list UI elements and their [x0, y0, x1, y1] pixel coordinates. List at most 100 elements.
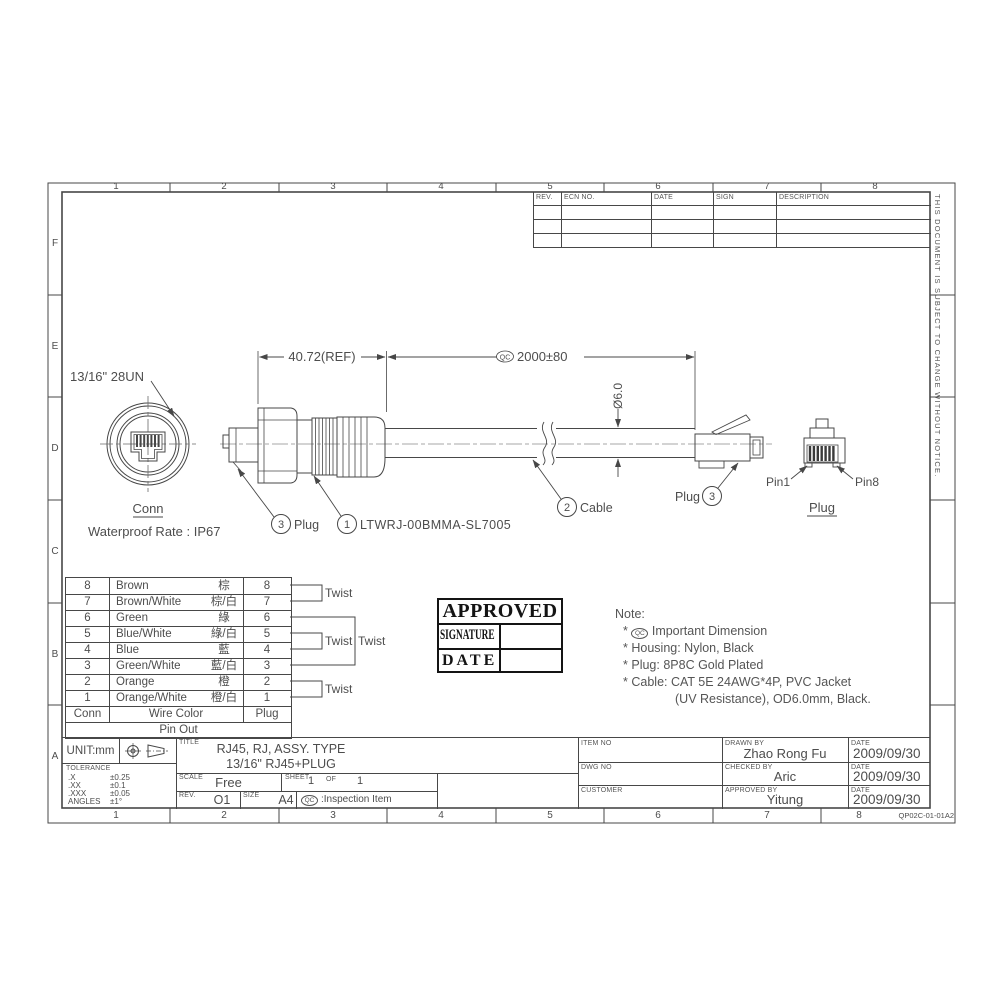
dim-cable-length-label: 2000±80 [517, 349, 568, 364]
pinout-conn-pin: 8 [84, 580, 91, 592]
title-label: TITLE [179, 739, 200, 746]
balloon-3b-label: Plug [675, 490, 700, 504]
date-label-2: DATE [851, 764, 870, 771]
title-block: UNIT:mm TOLERANCE .X ±0.25 .XX ±0.1 .XXX… [62, 737, 930, 809]
checked-by-value: Aric [773, 769, 797, 784]
pinout-plug-pin: 2 [263, 676, 271, 688]
pinout-conn-pin: 7 [84, 596, 91, 608]
drawing-title-line1: RJ45, RJ, ASSY. TYPE [216, 742, 346, 756]
note-item-important-dim: * QC Important Dimension [623, 624, 767, 639]
note-item-text: Plug: 8P8C Gold Plated [631, 658, 764, 672]
cable-dia-label: Ø6.0 [611, 383, 625, 409]
pinout-table: 8 Brown 棕 8 7 Brown/White 棕/白 7 6 Green … [65, 577, 292, 739]
grid-col-top: 7 [764, 181, 770, 192]
balloon-2-number: 2 [564, 502, 570, 514]
scale-label: SCALE [179, 774, 203, 781]
grid-col-top: 5 [547, 181, 553, 192]
pinout-conn-pin: 3 [84, 660, 91, 672]
balloon-1-label: LTWRJ-00BMMA-SL7005 [360, 518, 511, 532]
tolerance-label: TOLERANCE [66, 765, 111, 772]
stamp-signature-row: SIGNATURE [439, 625, 561, 650]
pinout-conn-pin: 6 [84, 612, 91, 624]
tolerance-key: .X [68, 773, 76, 782]
note-bullet: * [623, 675, 628, 689]
grid-col-bottom: 4 [438, 810, 444, 821]
rev-label: REV. [179, 792, 196, 799]
twist-label-brown: Twist [325, 586, 353, 600]
assembly-side-view [220, 350, 772, 534]
plug-pin1-label: Pin1 [766, 475, 790, 489]
pinout-row: 7 Brown/White 棕/白 7 [66, 594, 291, 610]
pinout-row: 6 Green 綠 6 [66, 610, 291, 626]
side-disclaimer: THIS DOCUMENT IS SUBJECT TO CHANGE WITHO… [933, 194, 942, 478]
pinout-row: 2 Orange 橙 2 [66, 674, 291, 690]
third-angle-projection-icon [125, 743, 168, 759]
tolerance-val: ±0.05 [110, 789, 130, 798]
note-item-housing: * Housing: Nylon, Black [623, 641, 754, 655]
rev-header-description: DESCRIPTION [779, 194, 830, 201]
drawn-by-label: DRAWN BY [725, 740, 765, 747]
rev-value: O1 [213, 793, 231, 807]
size-label: SIZE [243, 792, 260, 799]
note-item-text: Cable: CAT 5E 24AWG*4P, PVC Jacket [631, 675, 852, 689]
plug-pin8-label: Pin8 [855, 475, 879, 489]
grid-row-letter: C [51, 546, 59, 557]
grid-col-bottom: 3 [330, 810, 336, 821]
revision-table: REV. ECN NO. DATE SIGN DESCRIPTION [533, 192, 931, 248]
approved-by-label: APPROVED BY [725, 787, 778, 794]
balloon-3b-number: 3 [709, 491, 715, 503]
item-no-label: ITEM NO [581, 740, 612, 747]
note-item-text: Housing: Nylon, Black [631, 641, 754, 655]
note-bullet: * [623, 624, 628, 638]
pinout-row: 8 Brown 棕 8 [66, 578, 291, 594]
grid-col-bottom: 2 [221, 810, 227, 821]
note-block: Note: * QC Important Dimension * Housing… [613, 607, 943, 717]
dim-qc-symbol-text: QC [500, 355, 511, 362]
note-bullet: * [623, 641, 628, 655]
grid-col-bottom: 1 [113, 810, 119, 821]
date-label-3: DATE [851, 787, 870, 794]
grid-row-letter: A [51, 751, 59, 762]
pinout-plug-pin: 8 [263, 580, 271, 592]
stamp-date-label: DATE [442, 652, 498, 669]
pinout-conn-pin: 2 [84, 676, 91, 688]
pinout-wire-name: Blue/White [116, 628, 172, 640]
grid-col-top: 2 [221, 181, 227, 192]
pinout-caption: Pin Out [159, 724, 198, 736]
pinout-plug-pin: 4 [263, 644, 271, 656]
pinout-footer-row: Conn Wire Color Plug [66, 706, 291, 722]
grid-row-letter: E [51, 340, 59, 352]
approved-stamp: APPROVED SIGNATURE DATE [437, 598, 563, 673]
date-value-1: 2009/09/30 [853, 746, 921, 761]
grid-col-top: 8 [872, 181, 878, 192]
grid-col-top: 4 [438, 181, 444, 192]
pinout-wire-name: Green [116, 612, 148, 624]
dwg-no-label: DWG NO [581, 764, 612, 771]
pinout-conn-pin: 4 [84, 644, 91, 656]
date-label-1: DATE [851, 740, 870, 747]
rev-header-sign: SIGN [716, 194, 734, 201]
drawing-title-line2: 13/16" RJ45+PLUG [226, 757, 336, 771]
stamp-approved-text: APPROVED [439, 600, 561, 625]
dim-ref-label: 40.72(REF) [288, 349, 355, 364]
grid-col-top: 3 [330, 181, 336, 192]
tolerance-val: ±0.1 [110, 781, 126, 790]
pinout-wire-cn: 藍/白 [210, 660, 238, 672]
grid-col-bottom: 7 [764, 810, 770, 821]
conn-thread-label: 13/16" 28UN [70, 369, 144, 384]
note-item-plug: * Plug: 8P8C Gold Plated [623, 658, 763, 672]
customer-label: CUSTOMER [581, 787, 623, 794]
note-item-cable: * Cable: CAT 5E 24AWG*4P, PVC Jacket [623, 675, 851, 689]
pinout-row: 4 Blue 藍 4 [66, 642, 291, 658]
grid-row-letter: F [51, 238, 59, 249]
note-bullet: * [623, 658, 628, 672]
size-value: A4 [278, 793, 294, 807]
balloon-3-label: Plug [294, 518, 319, 532]
pinout-wire-cn: 綠/白 [210, 628, 238, 640]
grid-col-bottom: 5 [547, 810, 553, 821]
pinout-wire-name: Orange/White [116, 692, 187, 704]
tolerance-key: .XX [68, 781, 81, 790]
inspection-item-label: :Inspection Item [321, 794, 392, 805]
pinout-wire-name: Orange [116, 676, 155, 688]
